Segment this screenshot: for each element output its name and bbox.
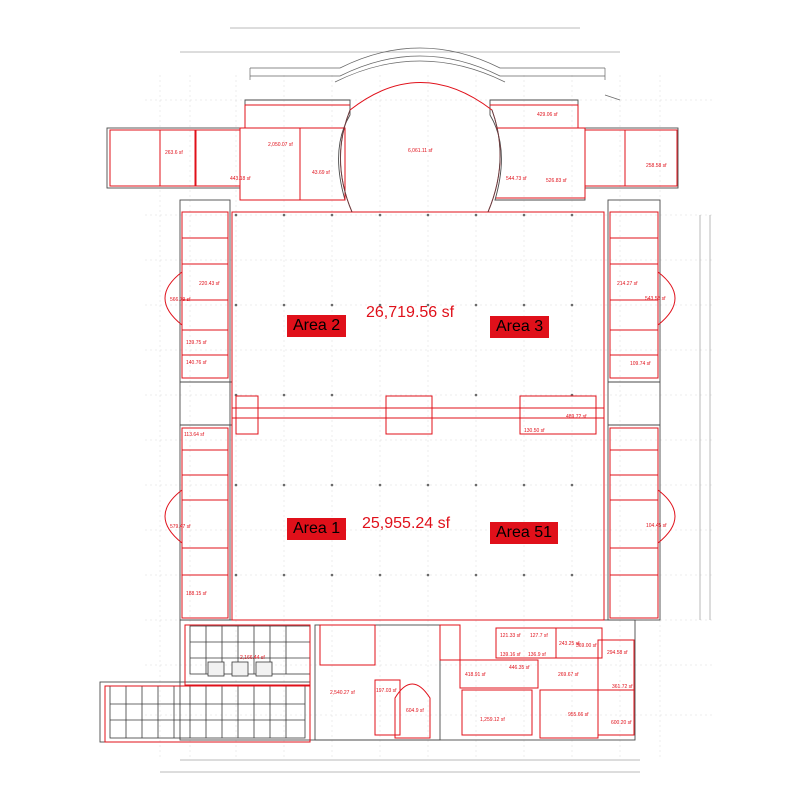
room-area-label: 104.45 sf bbox=[646, 523, 667, 529]
room-area-label: 544.73 sf bbox=[506, 176, 527, 182]
room-area-label: 489.72 sf bbox=[566, 414, 587, 420]
room-area-label: 361.72 sf bbox=[612, 684, 633, 690]
lower-total-area: 25,955.24 sf bbox=[362, 515, 451, 532]
room-area-label: 1,259.12 sf bbox=[480, 717, 505, 723]
room-area-label: 526.83 sf bbox=[546, 178, 567, 184]
canopy bbox=[249, 47, 621, 101]
upper-total-area: 26,719.56 sf bbox=[366, 304, 455, 321]
room-area-label: 6,061.11 sf bbox=[408, 148, 433, 154]
room-area-label: 109.74 sf bbox=[630, 361, 651, 367]
room-area-label: 139.16 sf bbox=[500, 652, 521, 658]
room-area-label: 140.76 sf bbox=[186, 360, 207, 366]
room-area-label: 2,540.27 sf bbox=[330, 690, 355, 696]
room-area-label: 113.64 sf bbox=[184, 432, 205, 438]
dimension-lines bbox=[160, 27, 711, 773]
column-dots bbox=[234, 213, 574, 577]
room-area-label: 579.47 sf bbox=[170, 524, 191, 530]
room-area-label: 121.33 sf bbox=[500, 633, 521, 639]
room-area-label: 258.58 sf bbox=[646, 163, 667, 169]
building-walls bbox=[99, 99, 679, 743]
room-area-label: 443.18 sf bbox=[230, 176, 251, 182]
room-area-label: 43.69 sf bbox=[312, 170, 330, 176]
room-area-label: 243.25 sf bbox=[559, 641, 580, 647]
room-area-label: 955.66 sf bbox=[568, 712, 589, 718]
room-area-label: 197.03 sf bbox=[376, 688, 397, 694]
room-area-label: 220.43 sf bbox=[199, 281, 220, 287]
room-area-label: 2,166.44 sf bbox=[240, 655, 265, 661]
room-area-label: 600.20 sf bbox=[611, 720, 632, 726]
room-area-label: 604.9 sf bbox=[406, 708, 424, 714]
room-area-label: 139.75 sf bbox=[186, 340, 207, 346]
room-area-label: 294.58 sf bbox=[607, 650, 628, 656]
room-area-label: 136.9 sf bbox=[528, 652, 546, 658]
room-area-label: 418.91 sf bbox=[465, 672, 486, 678]
room-area-label: 269.67 sf bbox=[558, 672, 579, 678]
lobby-arc bbox=[340, 109, 501, 213]
room-area-label: 127.7 sf bbox=[530, 633, 548, 639]
room-area-label: 566.79 sf bbox=[170, 297, 191, 303]
room-area-label: 214.27 sf bbox=[617, 281, 638, 287]
area-2-label: Area 2 bbox=[287, 315, 347, 337]
room-area-label: 188.15 sf bbox=[186, 591, 207, 597]
room-area-label: 263.6 sf bbox=[165, 150, 183, 156]
room-area-label: 429.06 sf bbox=[537, 112, 558, 118]
room-area-label: 369.00 sf bbox=[576, 643, 597, 649]
room-area-label: 543.58 sf bbox=[645, 296, 666, 302]
area-51-label: Area 51 bbox=[490, 522, 559, 544]
area-1-label: Area 1 bbox=[287, 518, 347, 540]
room-area-label: 446.35 sf bbox=[509, 665, 530, 671]
area-boundaries bbox=[104, 82, 678, 743]
room-area-label: 2,050.07 sf bbox=[268, 142, 293, 148]
room-area-label: 130.50 sf bbox=[524, 428, 545, 434]
area-3-label: Area 3 bbox=[490, 316, 550, 338]
